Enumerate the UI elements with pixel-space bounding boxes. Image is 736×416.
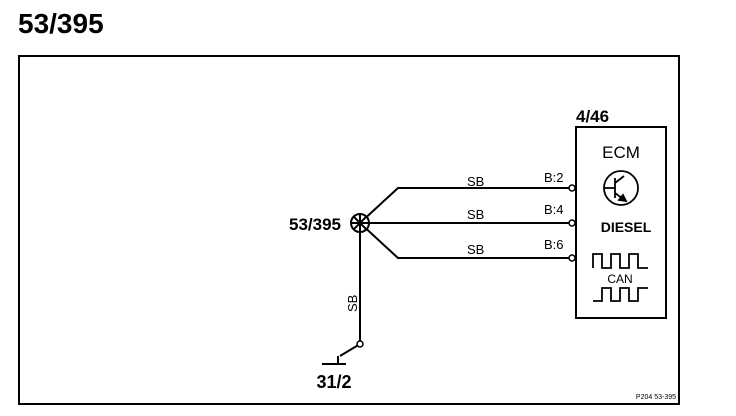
- ecm-box: [575, 126, 667, 319]
- ground-terminal: [356, 340, 364, 348]
- pin-b4-terminal: [568, 219, 576, 227]
- wire-color-b6: SB: [467, 242, 484, 257]
- wire-b6: [359, 222, 570, 259]
- ground-switch-lever: [339, 343, 361, 357]
- can-waveform-icon: [592, 253, 648, 302]
- splice-icon: [350, 213, 370, 233]
- ecm-type-label: DIESEL: [601, 219, 652, 235]
- splice-label: 53/395: [289, 215, 341, 234]
- pin-label-b2: B:2: [544, 170, 564, 185]
- pin-b2-terminal: [568, 184, 576, 192]
- transistor-icon: [603, 170, 639, 206]
- ground-label: 31/2: [316, 372, 351, 392]
- wire-color-b2: SB: [467, 174, 484, 189]
- pin-label-b4: B:4: [544, 202, 564, 217]
- diagram-frame: [18, 55, 680, 405]
- wire-color-ground: SB: [345, 295, 360, 312]
- page-title: 53/395: [18, 8, 104, 39]
- footer-code: P204 53-395: [636, 394, 676, 401]
- pin-label-b6: B:6: [544, 237, 564, 252]
- ecm-ref-label: 4/46: [576, 107, 609, 126]
- ecm-name-label: ECM: [602, 143, 640, 162]
- ecm-bus-label: CAN: [607, 272, 632, 286]
- wire-color-b4: SB: [467, 207, 484, 222]
- pin-b6-terminal: [568, 254, 576, 262]
- wire-b2: [359, 187, 570, 224]
